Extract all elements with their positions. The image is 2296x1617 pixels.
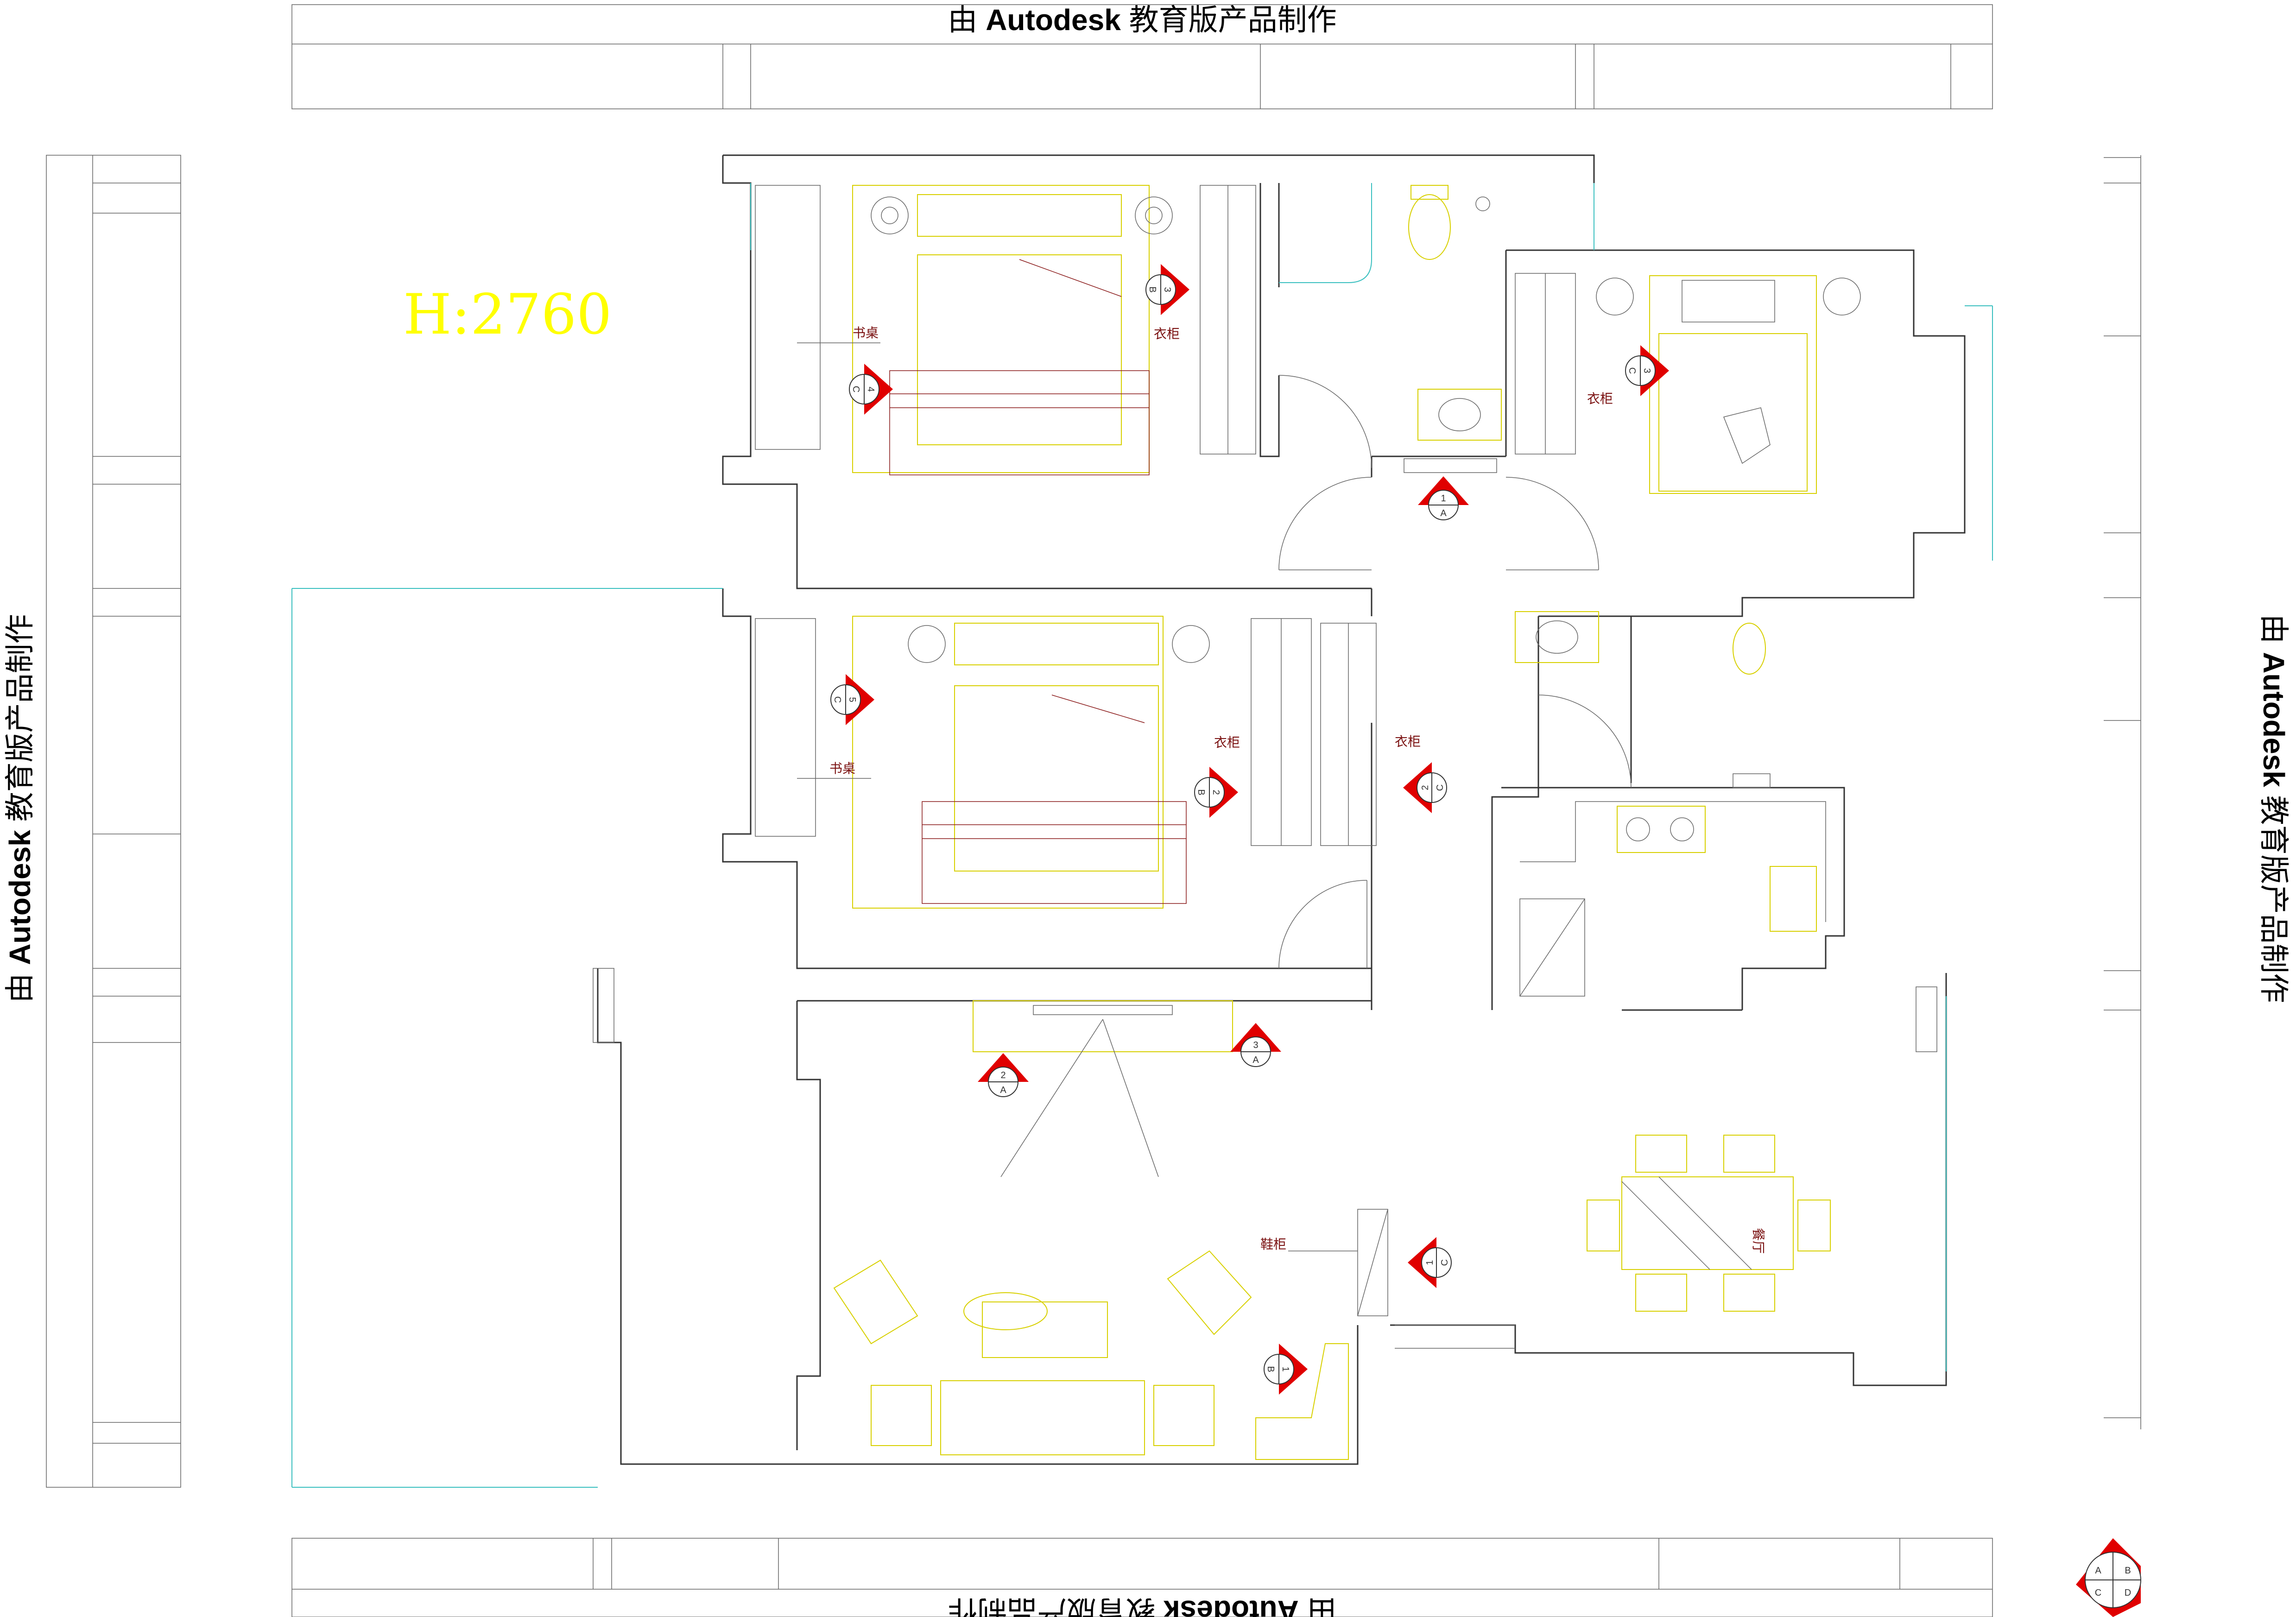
section-marker-view: B xyxy=(1196,789,1206,795)
doors xyxy=(1278,375,1632,969)
bathroom-top xyxy=(1404,185,1502,473)
label-wardrobe-middle-left: 衣柜 xyxy=(1214,735,1240,750)
frame-bottom xyxy=(291,1538,1993,1617)
section-marker-3c: 3C xyxy=(1625,345,1669,396)
wardrobe-top xyxy=(1200,185,1256,455)
watermark-left: 由 Autodesk 教育版产品制作 xyxy=(3,614,37,1003)
section-marker-view: C xyxy=(1627,367,1637,374)
watermark-right: 由 Autodesk 教育版产品制作 xyxy=(2257,614,2290,1003)
section-marker-view: B xyxy=(1265,1366,1276,1372)
tv-cabinet xyxy=(973,1000,1233,1177)
section-marker-view: C xyxy=(1435,784,1445,791)
label-wardrobe-middle-right: 衣柜 xyxy=(1395,734,1421,749)
section-marker-3a: 3A xyxy=(1230,1023,1281,1067)
section-marker-number: 3 xyxy=(1253,1040,1258,1050)
sofa-set xyxy=(833,1250,1349,1460)
section-marker-1b: 1B xyxy=(1264,1344,1308,1395)
label-desk-middle: 书桌 xyxy=(829,761,855,776)
kitchen xyxy=(1519,801,1826,997)
label-dining: 餐厅 xyxy=(1751,1228,1766,1254)
section-marker-number: 2 xyxy=(1420,785,1430,790)
section-marker-number: 2 xyxy=(1211,790,1221,795)
section-marker-4c: 4C xyxy=(849,364,893,415)
walls xyxy=(597,154,1966,1465)
label-wardrobe-right: 衣柜 xyxy=(1587,391,1613,406)
section-marker-view: B xyxy=(1147,286,1157,292)
section-marker-1a: 1A xyxy=(1418,476,1469,520)
legend-letter-d: D xyxy=(2125,1588,2131,1598)
section-marker-5c: 5C xyxy=(830,674,874,725)
bed-middle xyxy=(852,616,1210,909)
legend-letter-a: A xyxy=(2095,1566,2101,1576)
legend-marker: A B C D xyxy=(2076,1538,2141,1617)
section-marker-2b: 2B xyxy=(1194,767,1238,818)
section-marker-number: 1 xyxy=(1425,1260,1435,1265)
section-marker-view: C xyxy=(851,386,861,392)
legend-letter-c: C xyxy=(2095,1588,2101,1598)
section-marker-number: 4 xyxy=(866,386,876,392)
bathroom-right xyxy=(1515,611,1771,788)
section-marker-number: 1 xyxy=(1280,1366,1290,1371)
frame-left xyxy=(46,155,181,1488)
frame-top xyxy=(291,4,1993,109)
label-wardrobe-top: 衣柜 xyxy=(1154,326,1180,341)
section-marker-view: A xyxy=(1440,508,1447,518)
section-marker-view: A xyxy=(1000,1085,1006,1095)
section-marker-number: 1 xyxy=(1441,493,1446,504)
windows xyxy=(291,183,1993,1488)
ceiling-height-label: H:2760 xyxy=(403,283,612,347)
section-marker-view: A xyxy=(1252,1055,1259,1065)
section-marker-number: 2 xyxy=(1000,1070,1006,1080)
desk-top-left xyxy=(755,185,880,450)
bed-right-small xyxy=(1515,273,1861,494)
shoe-cabinet xyxy=(1288,1209,1388,1316)
label-shoe-cabinet: 鞋柜 xyxy=(1260,1237,1286,1252)
section-marker-3b: 3B xyxy=(1145,264,1189,315)
frame-right xyxy=(2104,155,2141,1429)
desk-middle xyxy=(755,618,871,837)
bed-top-left xyxy=(852,185,1173,475)
section-marker-view: C xyxy=(1440,1259,1450,1266)
section-marker-number: 3 xyxy=(1642,368,1652,373)
dining-set xyxy=(1587,1135,1831,1312)
watermark-top: 由 Autodesk 教育版产品制作 xyxy=(948,3,1336,37)
legend-letter-b: B xyxy=(2125,1566,2131,1576)
watermark-bottom: 由 Autodesk 教育版产品制作 xyxy=(948,1594,1336,1617)
label-desk-top: 书桌 xyxy=(853,325,879,341)
section-marker-view: C xyxy=(832,696,842,703)
section-marker-2a: 2A xyxy=(978,1053,1029,1097)
section-marker-number: 3 xyxy=(1162,287,1172,292)
section-marker-number: 5 xyxy=(847,697,857,702)
wardrobes-middle xyxy=(1251,618,1377,846)
